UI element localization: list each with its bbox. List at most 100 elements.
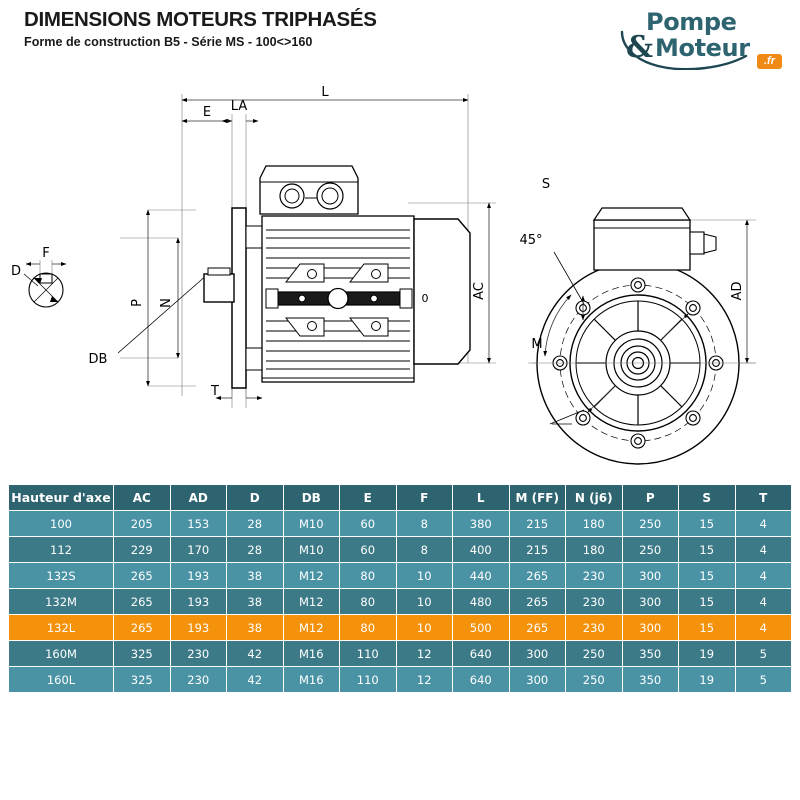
column-header-e: E (339, 484, 397, 511)
table-cell: 265 (113, 588, 171, 615)
label-L: L (321, 85, 329, 100)
table-cell: 8 (395, 536, 453, 563)
technical-drawing: L E LA P N F D DB T AC AD S M 45° 0 (0, 78, 800, 468)
motor-dimension-drawing-svg: L E LA P N F D DB T AC AD S M 45° 0 (11, 85, 756, 465)
table-cell: 250 (621, 536, 679, 563)
table-cell: 230 (565, 562, 623, 589)
table-cell: 230 (169, 640, 227, 667)
label-AC: AC (472, 282, 487, 300)
table-cell: 230 (565, 588, 623, 615)
table-cell: 153 (169, 510, 227, 537)
table-cell: M12 (282, 614, 340, 641)
table-cell: 265 (508, 588, 566, 615)
column-header-db: DB (282, 484, 340, 511)
table-cell: M10 (282, 536, 340, 563)
table-cell: 325 (113, 666, 171, 693)
cell-hauteur-daxe: 132M (8, 588, 114, 615)
page-title: DIMENSIONS MOTEURS TRIPHASÉS (24, 8, 377, 31)
table-cell: 80 (339, 588, 397, 615)
table-cell: 60 (339, 510, 397, 537)
table-cell: 229 (113, 536, 171, 563)
table-cell: 10 (395, 614, 453, 641)
table-cell: 38 (226, 614, 284, 641)
table-cell: 265 (508, 562, 566, 589)
table-cell: 640 (452, 666, 510, 693)
column-header-f: F (395, 484, 453, 511)
label-AD: AD (730, 282, 745, 301)
table-cell: 15 (678, 536, 736, 563)
table-cell: 19 (678, 640, 736, 667)
table-cell: 15 (678, 510, 736, 537)
label-F: F (42, 246, 49, 261)
column-header-m-ff: M (FF) (508, 484, 566, 511)
table-cell: 28 (226, 536, 284, 563)
title-block: DIMENSIONS MOTEURS TRIPHASÉS Forme de co… (24, 8, 377, 49)
table-cell: 15 (678, 614, 736, 641)
table-cell: 12 (395, 666, 453, 693)
table-cell: 38 (226, 562, 284, 589)
logo-swoosh-icon (620, 30, 748, 70)
column-header-n-j6: N (j6) (565, 484, 623, 511)
table-cell: 193 (169, 614, 227, 641)
column-header-hauteur-daxe: Hauteur d'axe (8, 484, 114, 511)
label-center-mark: 0 (422, 292, 429, 305)
table-cell: 10 (395, 588, 453, 615)
table-cell: 180 (565, 536, 623, 563)
table-cell: 5 (734, 640, 792, 667)
table-cell: 640 (452, 640, 510, 667)
cell-hauteur-daxe: 112 (8, 536, 114, 563)
logo-badge-fr: .fr (757, 54, 782, 69)
table-cell: 300 (621, 562, 679, 589)
table-cell: M10 (282, 510, 340, 537)
column-header-ac: AC (113, 484, 171, 511)
cell-hauteur-daxe: 160M (8, 640, 114, 667)
table-header-row: Hauteur d'axe AC AD D DB E F L M (FF) N … (8, 484, 792, 511)
column-header-l: L (452, 484, 510, 511)
table-cell: 230 (169, 666, 227, 693)
column-header-p: P (621, 484, 679, 511)
table-cell: 215 (508, 536, 566, 563)
table-cell: 8 (395, 510, 453, 537)
column-header-s: S (678, 484, 736, 511)
table-cell: 380 (452, 510, 510, 537)
table-cell: 193 (169, 588, 227, 615)
table-cell: 110 (339, 640, 397, 667)
label-N: N (159, 298, 174, 308)
table-cell: 42 (226, 640, 284, 667)
table-cell: 80 (339, 614, 397, 641)
label-S: S (542, 177, 550, 192)
table-cell: 300 (621, 614, 679, 641)
table-cell: 350 (621, 640, 679, 667)
brand-logo[interactable]: Pompe & Moteur .fr (598, 8, 788, 70)
label-D: D (11, 264, 21, 279)
table-cell: 180 (565, 510, 623, 537)
page-subtitle: Forme de construction B5 - Série MS - 10… (24, 35, 313, 49)
table-cell: 215 (508, 510, 566, 537)
logo-text-pompe: Pompe (646, 8, 737, 36)
label-P: P (130, 299, 145, 307)
table-cell: 265 (113, 562, 171, 589)
table-cell: 250 (565, 640, 623, 667)
logo-ampersand: & (626, 30, 654, 65)
column-header-d: D (226, 484, 284, 511)
cell-hauteur-daxe: 132S (8, 562, 114, 589)
table-cell: M12 (282, 588, 340, 615)
table-cell: 500 (452, 614, 510, 641)
column-header-t: T (734, 484, 792, 511)
table-cell: 300 (508, 640, 566, 667)
label-E: E (203, 105, 211, 120)
table-cell: 300 (621, 588, 679, 615)
table-cell: 350 (621, 666, 679, 693)
table-cell: 4 (734, 536, 792, 563)
cell-hauteur-daxe: 132L (8, 614, 114, 641)
logo-text-moteur: Moteur (655, 34, 750, 62)
table-cell: 4 (734, 562, 792, 589)
